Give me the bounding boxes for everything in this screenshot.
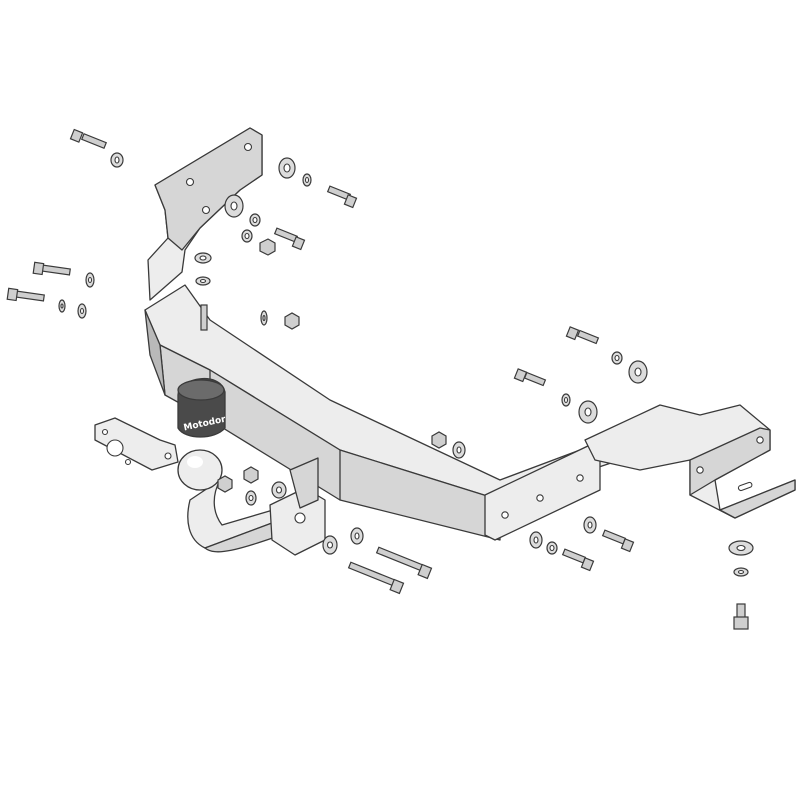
bolt-top-center-1 xyxy=(326,185,358,209)
nut-5 xyxy=(217,475,233,493)
bolt-lower-right-1 xyxy=(601,529,635,553)
nut-2 xyxy=(284,312,300,330)
bolt-far-right-vertical xyxy=(733,603,749,630)
nut-1 xyxy=(259,238,276,256)
nut-4 xyxy=(243,466,259,484)
socket-bracket xyxy=(94,417,179,471)
bolt-lower-right-2 xyxy=(561,548,595,572)
nut-3 xyxy=(431,431,447,449)
bolt-vertical-stud xyxy=(200,304,208,331)
bolt-right-upper-2 xyxy=(513,368,547,387)
tow-ball-cap: Motodor xyxy=(177,378,227,438)
bolt-top-center-2 xyxy=(273,227,306,251)
washers xyxy=(58,152,754,577)
bolt-left-2 xyxy=(6,287,45,302)
right-end-plate xyxy=(484,444,601,541)
tow-ball-arm xyxy=(177,449,326,556)
bolt-right-upper-1 xyxy=(565,326,600,345)
bolt-left-1 xyxy=(32,261,71,276)
bolt-lower-center-1 xyxy=(375,546,433,580)
bolt-lower-center-2 xyxy=(347,561,405,595)
right-mounting-bracket xyxy=(584,404,796,519)
bolt-upper-left xyxy=(69,128,108,150)
left-mounting-bracket xyxy=(147,127,263,301)
